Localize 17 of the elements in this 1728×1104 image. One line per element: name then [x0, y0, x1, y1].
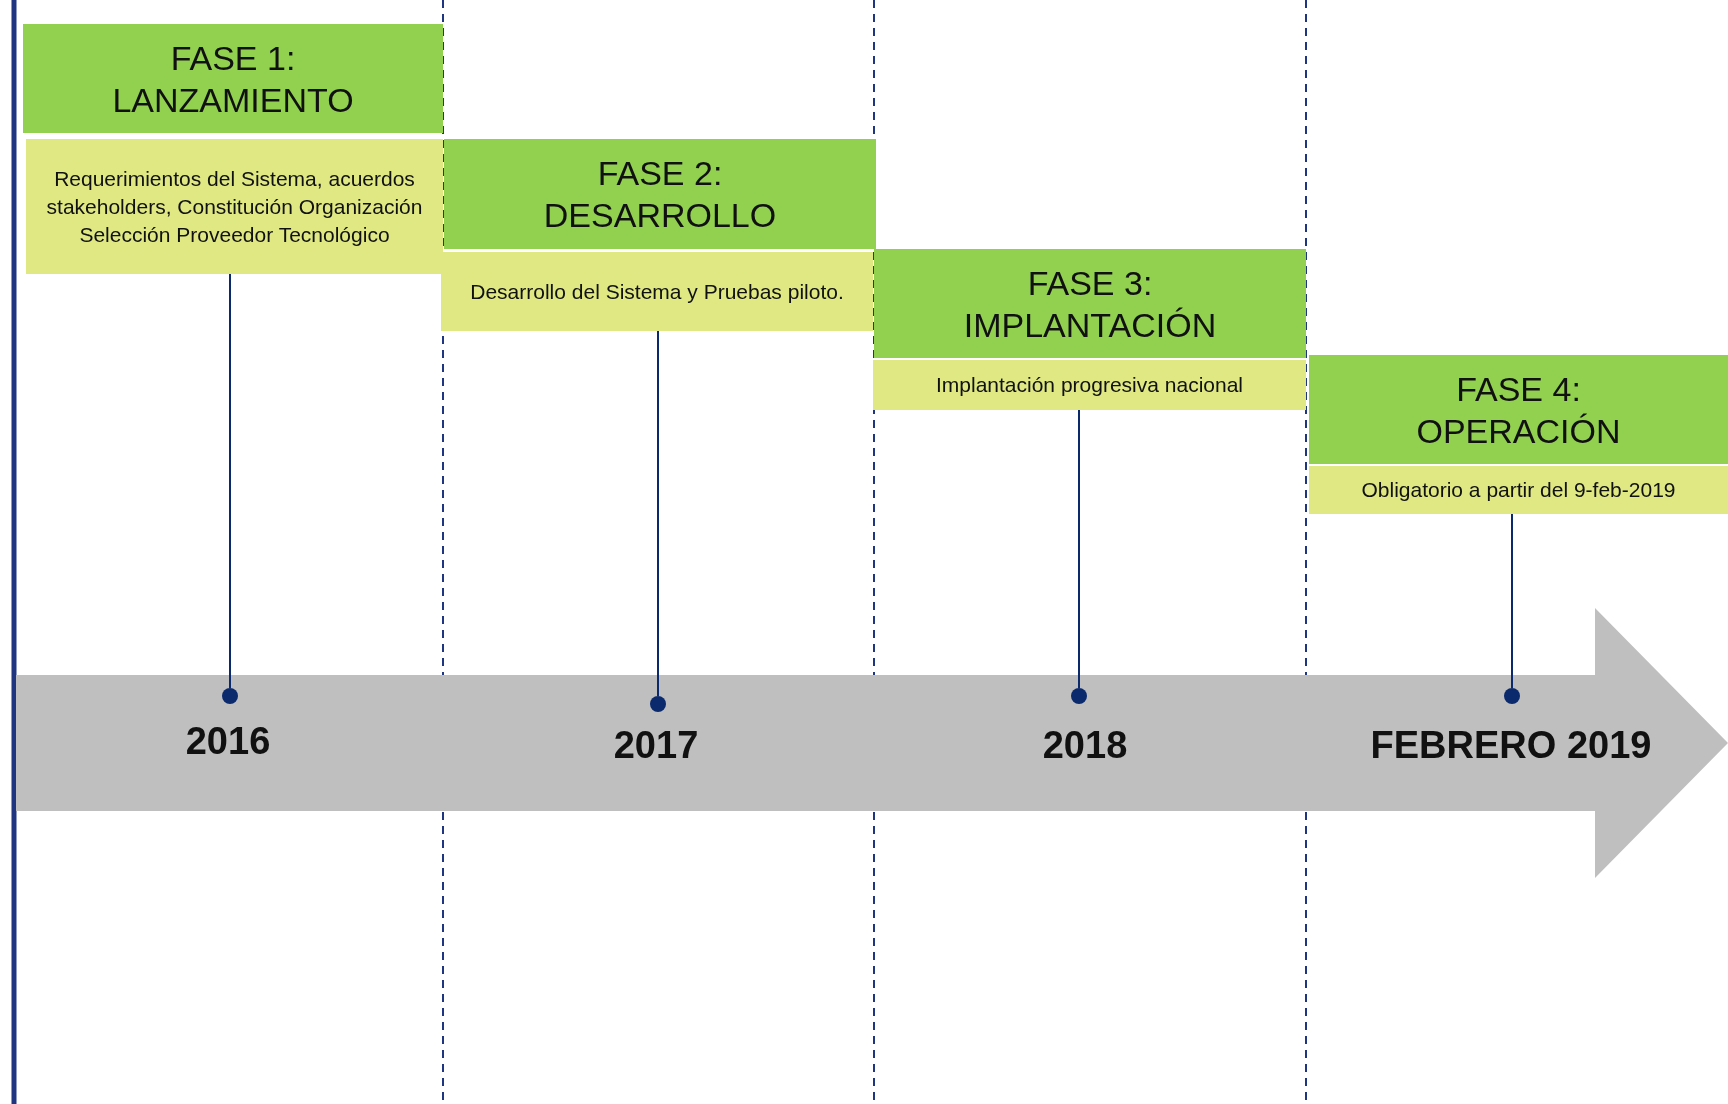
phase-header: FASE 4: OPERACIÓN [1309, 355, 1728, 464]
phase-description: Obligatorio a partir del 9-feb-2019 [1309, 466, 1728, 514]
phase-header: FASE 1: LANZAMIENTO [23, 24, 443, 133]
year-label: 2018 [1042, 724, 1128, 767]
phase-header: FASE 3: IMPLANTACIÓN [874, 249, 1306, 358]
phase-description: Requerimientos del Sistema, acuerdos stakeholders, Constitución Organización Selección Proveedor Tecnológico [26, 139, 443, 274]
connector-line [229, 273, 231, 689]
year-label: 2016 [185, 720, 271, 763]
connector-line [657, 330, 659, 697]
phase-description: Implantación progresiva nacional [873, 360, 1306, 410]
connector-line [1511, 513, 1513, 689]
phase-description: Desarrollo del Sistema y Pruebas piloto. [441, 252, 873, 331]
year-label: FEBRERO 2019 [1370, 724, 1652, 767]
timeline-arrow [16, 608, 1728, 878]
phase-header: FASE 2: DESARROLLO [444, 139, 876, 249]
year-label: 2017 [613, 724, 699, 767]
connector-line [1078, 409, 1080, 689]
